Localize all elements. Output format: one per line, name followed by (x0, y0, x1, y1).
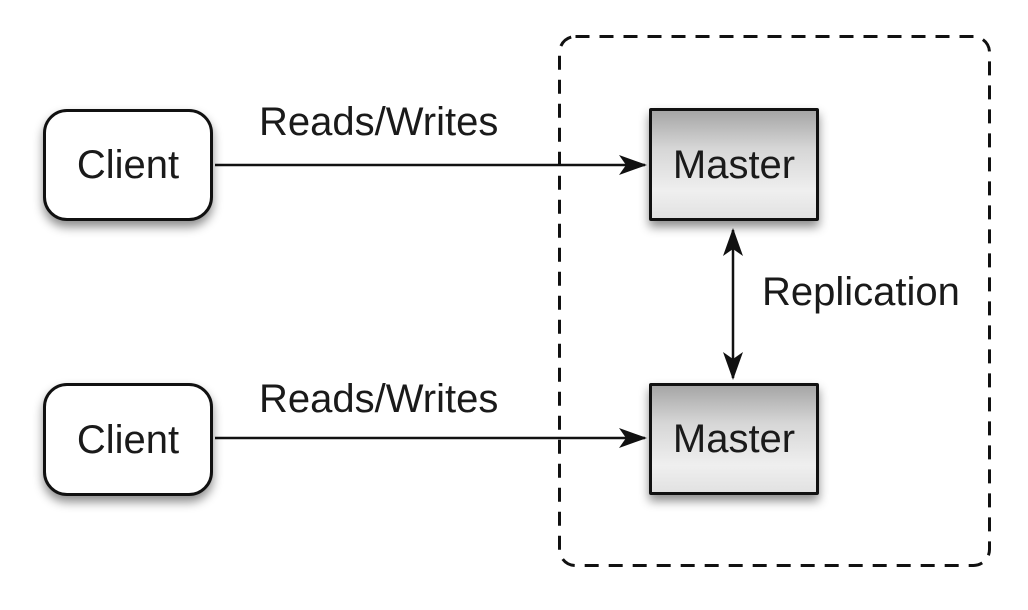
master-node-bottom-label: Master (672, 417, 796, 461)
client-node-bottom: Client (43, 383, 213, 496)
replication-label: Replication (762, 270, 960, 314)
client-node-bottom-label: Client (76, 417, 180, 462)
master-node-top: Master (649, 108, 819, 221)
client-node-top: Client (43, 109, 213, 221)
master-node-bottom: Master (649, 383, 819, 495)
reads-writes-label-top: Reads/Writes (259, 100, 499, 144)
master-node-top-label: Master (672, 142, 796, 187)
replication-group-boundary (558, 35, 991, 567)
reads-writes-label-bottom: Reads/Writes (259, 377, 499, 421)
client-node-top-label: Client (76, 143, 180, 187)
